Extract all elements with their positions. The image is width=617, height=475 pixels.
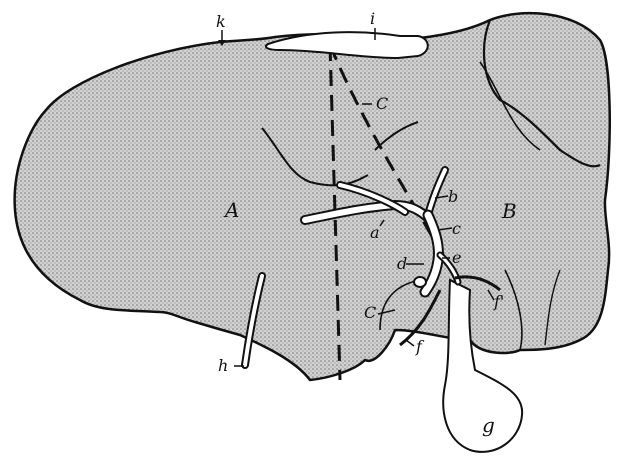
- label-k: k: [216, 12, 226, 31]
- label-f: f: [415, 337, 425, 356]
- label-e: e: [452, 248, 461, 267]
- label-f-prime: f': [493, 292, 504, 311]
- label-i: i: [370, 9, 375, 28]
- leader-f: [406, 340, 414, 346]
- label-C-lower: C: [364, 303, 376, 322]
- label-d: d: [397, 254, 407, 273]
- label-C-upper: C: [376, 94, 388, 113]
- node-d: [414, 277, 426, 287]
- label-g: g: [482, 413, 495, 437]
- liver-outline: [15, 13, 610, 380]
- label-a: a: [370, 223, 380, 242]
- label-B: B: [501, 199, 517, 223]
- label-b: b: [448, 187, 458, 206]
- label-h: h: [218, 356, 228, 375]
- label-A: A: [223, 198, 239, 222]
- label-c: c: [452, 219, 461, 238]
